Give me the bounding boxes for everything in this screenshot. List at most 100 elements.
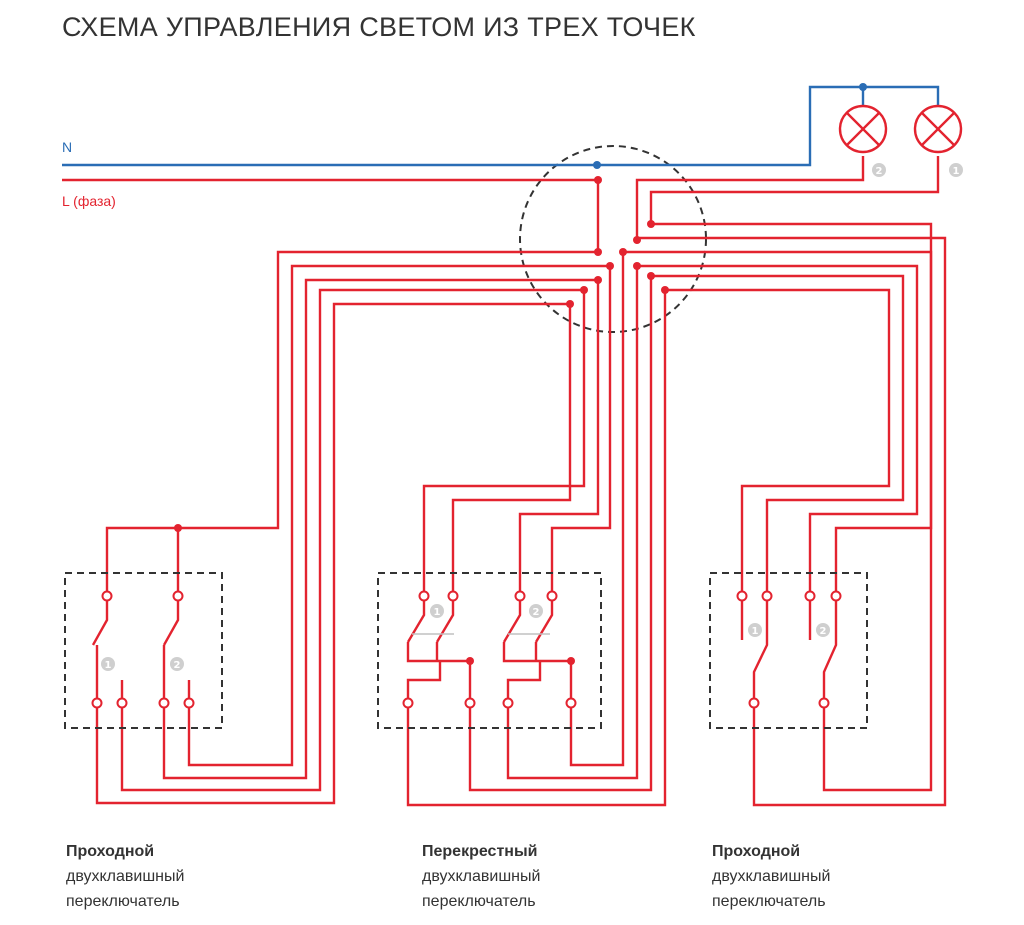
wire-s2-out2 bbox=[468, 276, 653, 792]
wire-s2-in1 bbox=[422, 290, 586, 593]
junction-dot bbox=[466, 657, 474, 665]
switch-type: Перекрестный bbox=[422, 843, 538, 860]
wire-s1-b bbox=[162, 278, 598, 780]
junction-dot bbox=[174, 524, 182, 532]
lamp2-feed-wire bbox=[635, 156, 865, 240]
switch-kind: переключатель bbox=[712, 893, 826, 910]
switch-kind: переключатель bbox=[66, 893, 180, 910]
switch-keys: двухклавишный bbox=[66, 868, 185, 885]
terminal bbox=[514, 590, 526, 602]
terminal bbox=[418, 590, 430, 602]
badge-text: 1 bbox=[953, 166, 960, 177]
switch-badge: 2 bbox=[529, 604, 543, 618]
switch-2: 1 2 bbox=[377, 572, 602, 729]
terminal bbox=[101, 590, 113, 602]
switch-kind: переключатель bbox=[422, 893, 536, 910]
terminal bbox=[183, 697, 195, 709]
wire-s1-d bbox=[95, 302, 570, 805]
wire-s3-d bbox=[623, 250, 933, 593]
wire-s2-out4 bbox=[569, 252, 625, 767]
terminal bbox=[464, 697, 476, 709]
terminal bbox=[736, 590, 748, 602]
junction-dot bbox=[647, 220, 655, 228]
switch-contact bbox=[808, 599, 838, 699]
switch-1: 1 2 bbox=[64, 572, 223, 729]
junction-dot bbox=[633, 236, 641, 244]
phase-junction-dot bbox=[594, 176, 602, 184]
lamp-1: 1 bbox=[913, 104, 963, 177]
lamp-badge: 2 bbox=[872, 163, 886, 177]
badge-circle bbox=[529, 604, 543, 618]
terminal bbox=[748, 697, 760, 709]
phase-wire bbox=[62, 178, 600, 252]
junction-dot bbox=[594, 276, 602, 284]
wire-s2-in3 bbox=[518, 280, 600, 593]
switch-3: 1 2 bbox=[709, 572, 868, 729]
lamp-badge: 1 bbox=[949, 163, 963, 177]
neutral-junction-dot bbox=[859, 83, 867, 91]
switch-box bbox=[64, 572, 223, 729]
badge-circle bbox=[748, 623, 762, 637]
switch-2-caption: Перекрестный двухклавишный переключатель bbox=[422, 839, 540, 914]
junction-dot bbox=[661, 286, 669, 294]
badge-circle bbox=[816, 623, 830, 637]
wire-s2-in4 bbox=[550, 266, 612, 593]
terminal bbox=[116, 697, 128, 709]
switch-keys: двухклавишный bbox=[422, 868, 541, 885]
wire-s2-in2 bbox=[451, 304, 572, 593]
badge-circle bbox=[430, 604, 444, 618]
lamp-cross bbox=[921, 112, 955, 146]
badge-text: 2 bbox=[876, 166, 883, 177]
switch-type: Проходной bbox=[66, 843, 155, 860]
terminal bbox=[447, 590, 459, 602]
switch-badge: 2 bbox=[170, 657, 184, 671]
terminal bbox=[172, 590, 184, 602]
switch-box bbox=[709, 572, 868, 729]
junction-box-dots bbox=[566, 220, 669, 308]
switch-contact bbox=[502, 642, 573, 699]
wire-s3-b bbox=[651, 274, 905, 593]
terminal bbox=[818, 697, 830, 709]
badge-text: 1 bbox=[434, 607, 441, 618]
switch-contact bbox=[95, 645, 191, 699]
neutral-wire bbox=[62, 85, 940, 167]
wire-s1-c bbox=[120, 288, 584, 792]
switch-contact bbox=[502, 599, 554, 643]
junction-dot bbox=[567, 657, 575, 665]
wire-s3-c bbox=[637, 264, 919, 593]
wire-s3-out2 bbox=[651, 222, 933, 792]
junction-dot bbox=[619, 248, 627, 256]
terminal bbox=[502, 697, 514, 709]
wire-s1-a bbox=[187, 264, 610, 767]
junction-dot bbox=[580, 286, 588, 294]
badge-circle bbox=[170, 657, 184, 671]
wire-s3-a bbox=[665, 288, 891, 593]
switch-badge: 1 bbox=[101, 657, 115, 671]
switch-badge: 1 bbox=[748, 623, 762, 637]
junction-dot bbox=[633, 262, 641, 270]
switch-type: Проходной bbox=[712, 843, 801, 860]
junction-dot bbox=[566, 300, 574, 308]
wire-s2-out3 bbox=[506, 266, 639, 780]
switch-contact bbox=[406, 642, 470, 699]
badge-text: 1 bbox=[105, 660, 112, 671]
terminal bbox=[565, 697, 577, 709]
badge-text: 2 bbox=[533, 607, 540, 618]
lamp-2: 2 bbox=[838, 104, 888, 177]
wire-s3-out1 bbox=[637, 236, 947, 807]
page-title: СХЕМА УПРАВЛЕНИЯ СВЕТОМ ИЗ ТРЕХ ТОЧЕК bbox=[62, 12, 696, 42]
wire-s1-common bbox=[105, 250, 598, 593]
switch-badge: 2 bbox=[816, 623, 830, 637]
badge-text: 1 bbox=[752, 626, 759, 637]
switch-contact bbox=[91, 599, 180, 646]
switch-keys: двухклавишный bbox=[712, 868, 831, 885]
neutral-junction-dot bbox=[593, 161, 601, 169]
badge-text: 2 bbox=[174, 660, 181, 671]
badge-circle bbox=[949, 163, 963, 177]
badge-circle bbox=[872, 163, 886, 177]
switch-box bbox=[377, 572, 602, 729]
terminal bbox=[761, 590, 773, 602]
badge-circle bbox=[101, 657, 115, 671]
neutral-label: N bbox=[62, 139, 72, 155]
